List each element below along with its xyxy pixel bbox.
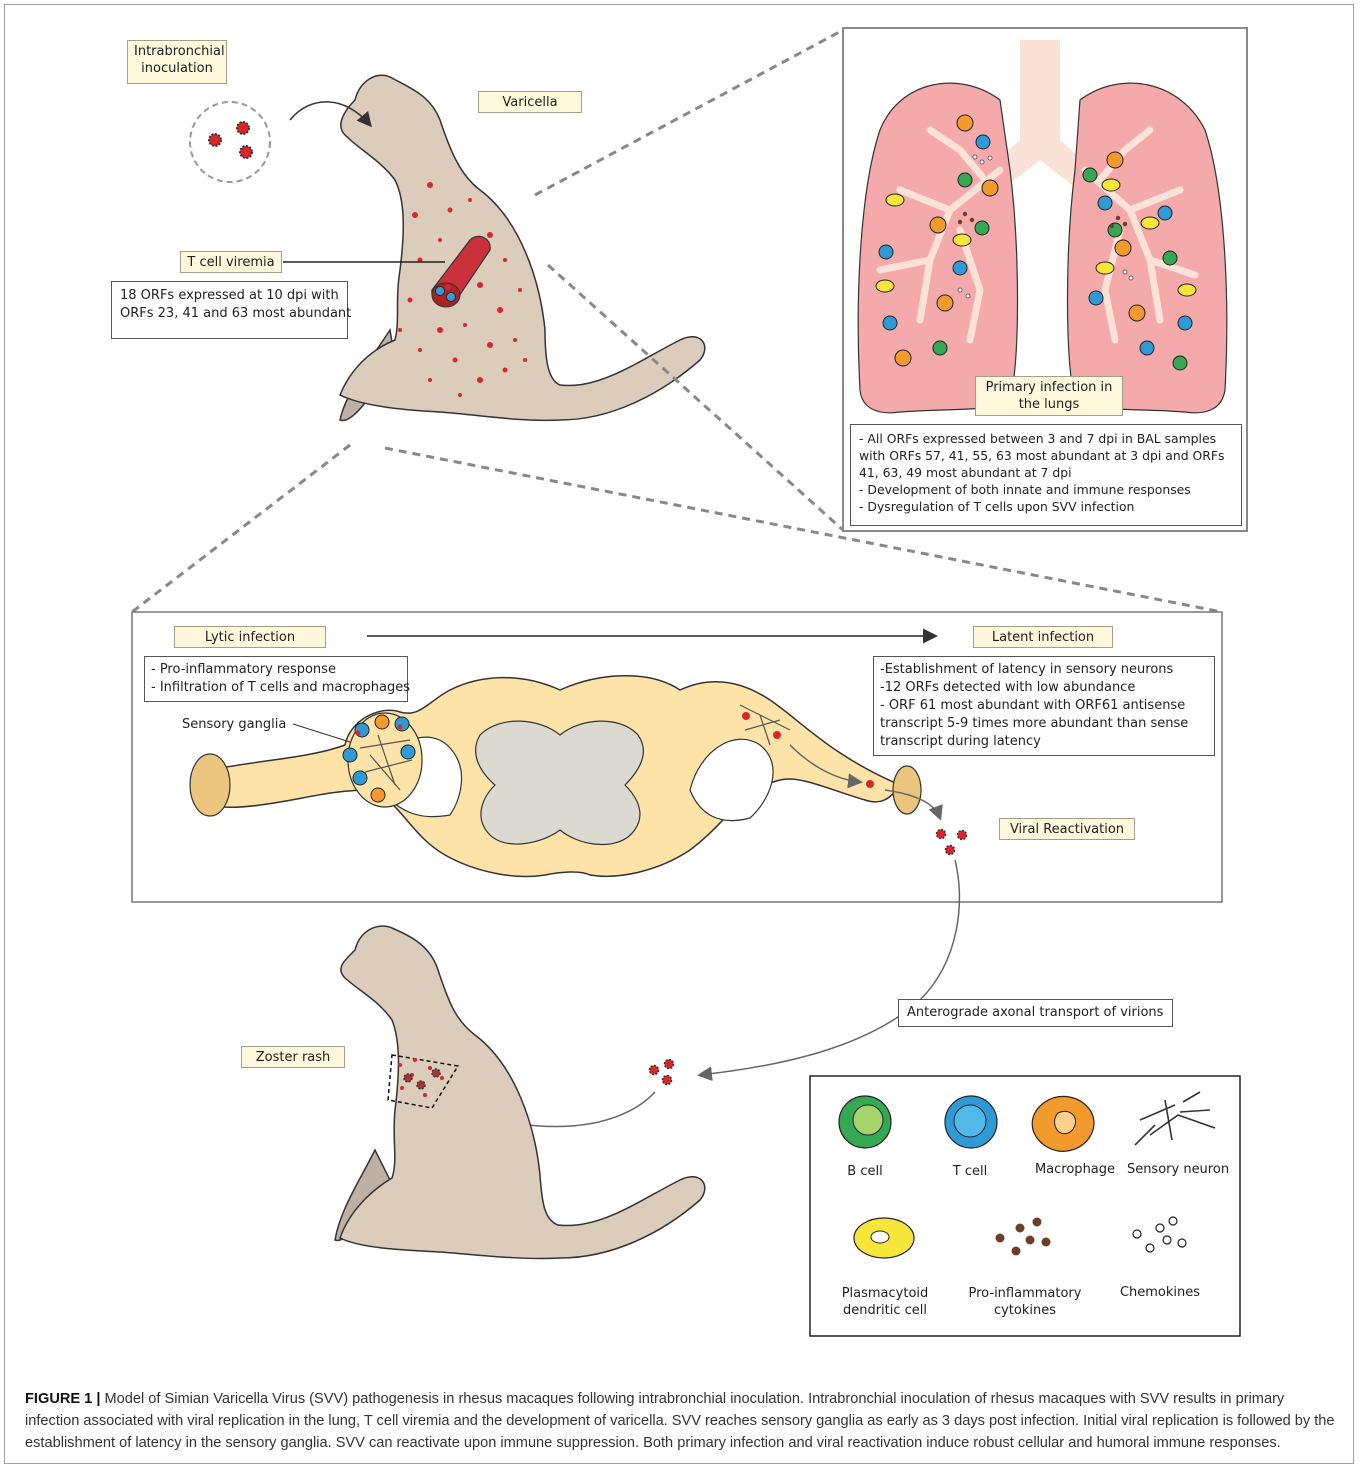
varicella-label: Varicella — [478, 91, 582, 113]
monkey-zoster — [335, 926, 705, 1258]
figure-caption: FIGURE 1 | Model of Simian Varicella Vir… — [25, 1388, 1335, 1454]
latent-notes-box: -Establishment of latency in sensory neu… — [873, 656, 1215, 756]
b-cell-legend-label: B cell — [825, 1163, 905, 1180]
primary-infection-label: Primary infection in the lungs — [975, 376, 1123, 416]
macrophage-legend-icon — [1032, 1096, 1094, 1151]
t-cell-legend-label: T cell — [930, 1163, 1010, 1180]
viremia-orfs-box: 18 ORFs expressed at 10 dpi with ORFs 23… — [111, 281, 348, 339]
chemokines-legend-label: Chemokines — [1105, 1284, 1215, 1301]
lung-notes-box: - All ORFs expressed between 3 and 7 dpi… — [850, 424, 1242, 526]
inoculum-droplet — [190, 102, 270, 182]
macrophage-legend-label: Macrophage — [1020, 1161, 1130, 1178]
b-cell-legend-icon — [839, 1096, 891, 1148]
pdc-legend-icon — [854, 1218, 914, 1258]
zoster-rash-label: Zoster rash — [241, 1046, 345, 1068]
caption-lead: FIGURE 1 | — [25, 1391, 100, 1407]
transported-virions — [650, 1060, 674, 1085]
anterograde-label: Anterograde axonal transport of virions — [898, 999, 1173, 1027]
sensory-ganglia-label: Sensory ganglia — [182, 716, 294, 733]
latent-infection-label: Latent infection — [973, 626, 1113, 648]
zoom-line — [132, 445, 350, 612]
sensory-neuron-legend-label: Sensory neuron — [1120, 1161, 1236, 1178]
t-cell-viremia-label: T cell viremia — [180, 251, 282, 273]
caption-text: Model of Simian Varicella Virus (SVV) pa… — [25, 1391, 1335, 1451]
viral-reactivation-label: Viral Reactivation — [999, 818, 1135, 840]
t-cell-legend-icon — [945, 1096, 997, 1148]
inoculation-label: Intrabronchial inoculation — [127, 40, 227, 84]
lytic-infection-label: Lytic infection — [174, 626, 326, 648]
monkey-varicella — [340, 75, 705, 420]
lytic-notes-box: - Pro-inflammatory response - Infiltrati… — [144, 656, 408, 702]
